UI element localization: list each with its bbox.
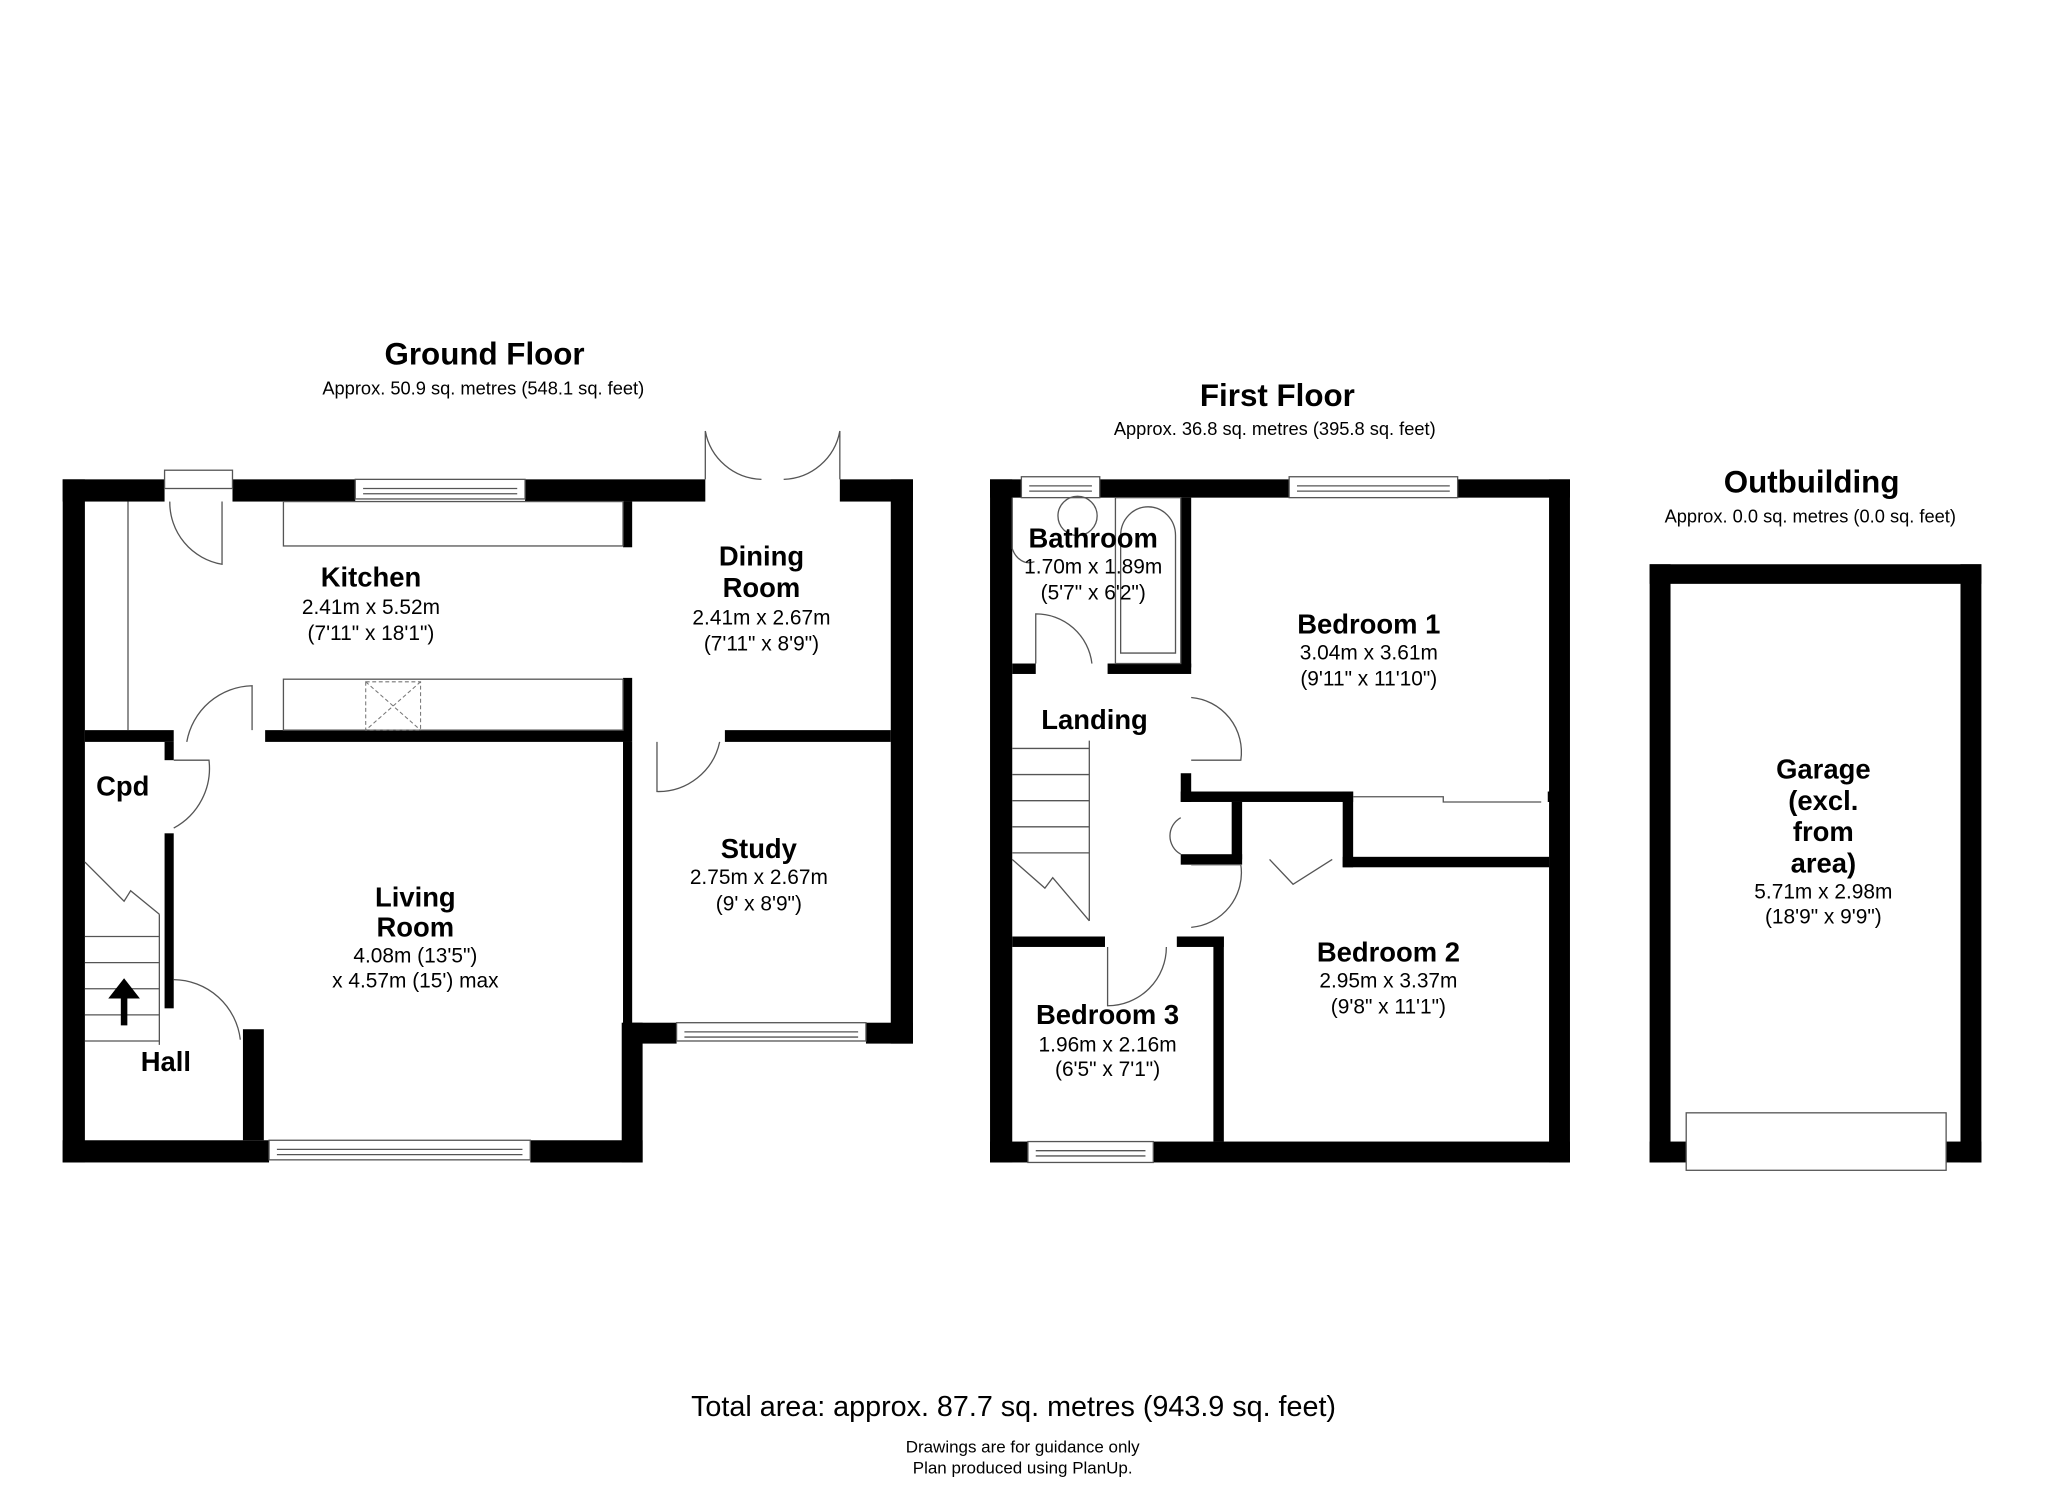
room-name: area) bbox=[1791, 848, 1857, 879]
room-dim-ft: (7'11" x 8'9") bbox=[704, 632, 819, 655]
room-name: Hall bbox=[141, 1046, 191, 1077]
bathroom-fixtures bbox=[1011, 495, 1182, 665]
room-dim-m: 2.41m x 5.52m bbox=[302, 596, 440, 619]
room-name: Bedroom 3 bbox=[1036, 999, 1179, 1030]
room-name: from bbox=[1793, 816, 1854, 847]
outbuilding: Outbuilding Approx. 0.0 sq. metres (0.0 … bbox=[1649, 464, 1982, 1171]
garage-door bbox=[1685, 1112, 1947, 1171]
room-dim-m: 2.95m x 3.37m bbox=[1319, 969, 1457, 992]
first-floor-title: First Floor bbox=[1200, 378, 1355, 413]
room-name: Living bbox=[375, 881, 456, 912]
outbuilding-title: Outbuilding bbox=[1724, 464, 1900, 499]
room-name: Room bbox=[377, 912, 455, 943]
room-dim-ft: (7'11" x 18'1") bbox=[308, 622, 435, 645]
footer: Total area: approx. 87.7 sq. metres (943… bbox=[691, 1391, 1336, 1477]
room-dim-m: 4.08m (13'5") bbox=[353, 945, 477, 968]
room-name: Bedroom 1 bbox=[1297, 608, 1440, 639]
ground-floor-stairs bbox=[84, 861, 160, 1045]
room-dim-m: 2.41m x 2.67m bbox=[692, 606, 830, 629]
ground-floor-area: Approx. 50.9 sq. metres (548.1 sq. feet) bbox=[322, 377, 644, 398]
first-floor-doors bbox=[1106, 696, 1542, 1007]
ground-floor: Ground Floor Approx. 50.9 sq. metres (54… bbox=[62, 336, 913, 1163]
room-dim-ft: (18'9" x 9'9") bbox=[1765, 905, 1882, 928]
room-dim-m: 1.70m x 1.89m bbox=[1024, 555, 1162, 578]
room-name: Dining bbox=[719, 541, 804, 572]
room-name: Bedroom 2 bbox=[1317, 936, 1460, 967]
room-name: Study bbox=[721, 833, 798, 864]
room-name: Landing bbox=[1041, 704, 1148, 735]
room-name: (excl. bbox=[1788, 785, 1858, 816]
first-floor-area: Approx. 36.8 sq. metres (395.8 sq. feet) bbox=[1114, 418, 1436, 439]
producer-note: Plan produced using PlanUp. bbox=[913, 1458, 1133, 1477]
first-floor-labels: Bathroom 1.70m x 1.89m (5'7" x 6'2") Bed… bbox=[1024, 522, 1460, 1081]
ground-floor-windows bbox=[163, 469, 867, 1161]
garage-walls bbox=[1649, 564, 1982, 1171]
room-name: Room bbox=[723, 572, 801, 603]
disclaimer-note: Drawings are for guidance only bbox=[906, 1437, 1140, 1456]
room-dim-ft: (9' x 8'9") bbox=[716, 892, 802, 915]
outbuilding-area: Approx. 0.0 sq. metres (0.0 sq. feet) bbox=[1665, 505, 1956, 526]
ground-floor-doors bbox=[169, 430, 841, 1040]
room-name: Garage bbox=[1776, 753, 1870, 784]
first-floor-stairs bbox=[1011, 740, 1090, 922]
ground-floor-title: Ground Floor bbox=[385, 336, 585, 371]
room-dim-ft: (6'5" x 7'1") bbox=[1055, 1058, 1160, 1081]
first-floor: First Floor Approx. 36.8 sq. metres (395… bbox=[990, 378, 1570, 1164]
room-name: Bathroom bbox=[1029, 522, 1158, 553]
ground-floor-labels: Kitchen 2.41m x 5.52m (7'11" x 18'1") Di… bbox=[96, 541, 830, 1077]
room-dim-m: 1.96m x 2.16m bbox=[1039, 1033, 1177, 1056]
room-name: Kitchen bbox=[321, 561, 422, 592]
room-dim-ft: (9'11" x 11'10") bbox=[1300, 668, 1437, 691]
room-dim-ft: (5'7" x 6'2") bbox=[1041, 582, 1146, 605]
room-name: Cpd bbox=[96, 770, 149, 801]
kitchen-units bbox=[127, 500, 624, 731]
room-dim-m: 5.71m x 2.98m bbox=[1754, 881, 1892, 904]
room-dim-ft: (9'8" x 11'1") bbox=[1331, 996, 1446, 1019]
ground-floor-walls bbox=[62, 479, 913, 1163]
total-area: Total area: approx. 87.7 sq. metres (943… bbox=[691, 1391, 1336, 1423]
first-floor-windows bbox=[1020, 476, 1459, 1164]
up-arrow-icon bbox=[108, 978, 140, 1026]
room-dim-m: 3.04m x 3.61m bbox=[1300, 642, 1438, 665]
first-floor-walls bbox=[990, 479, 1570, 1163]
garage-label: Garage (excl. from area) 5.71m x 2.98m (… bbox=[1754, 753, 1892, 928]
room-dim-m: 2.75m x 2.67m bbox=[690, 866, 828, 889]
room-dim-ft: x 4.57m (15') max bbox=[332, 969, 499, 992]
